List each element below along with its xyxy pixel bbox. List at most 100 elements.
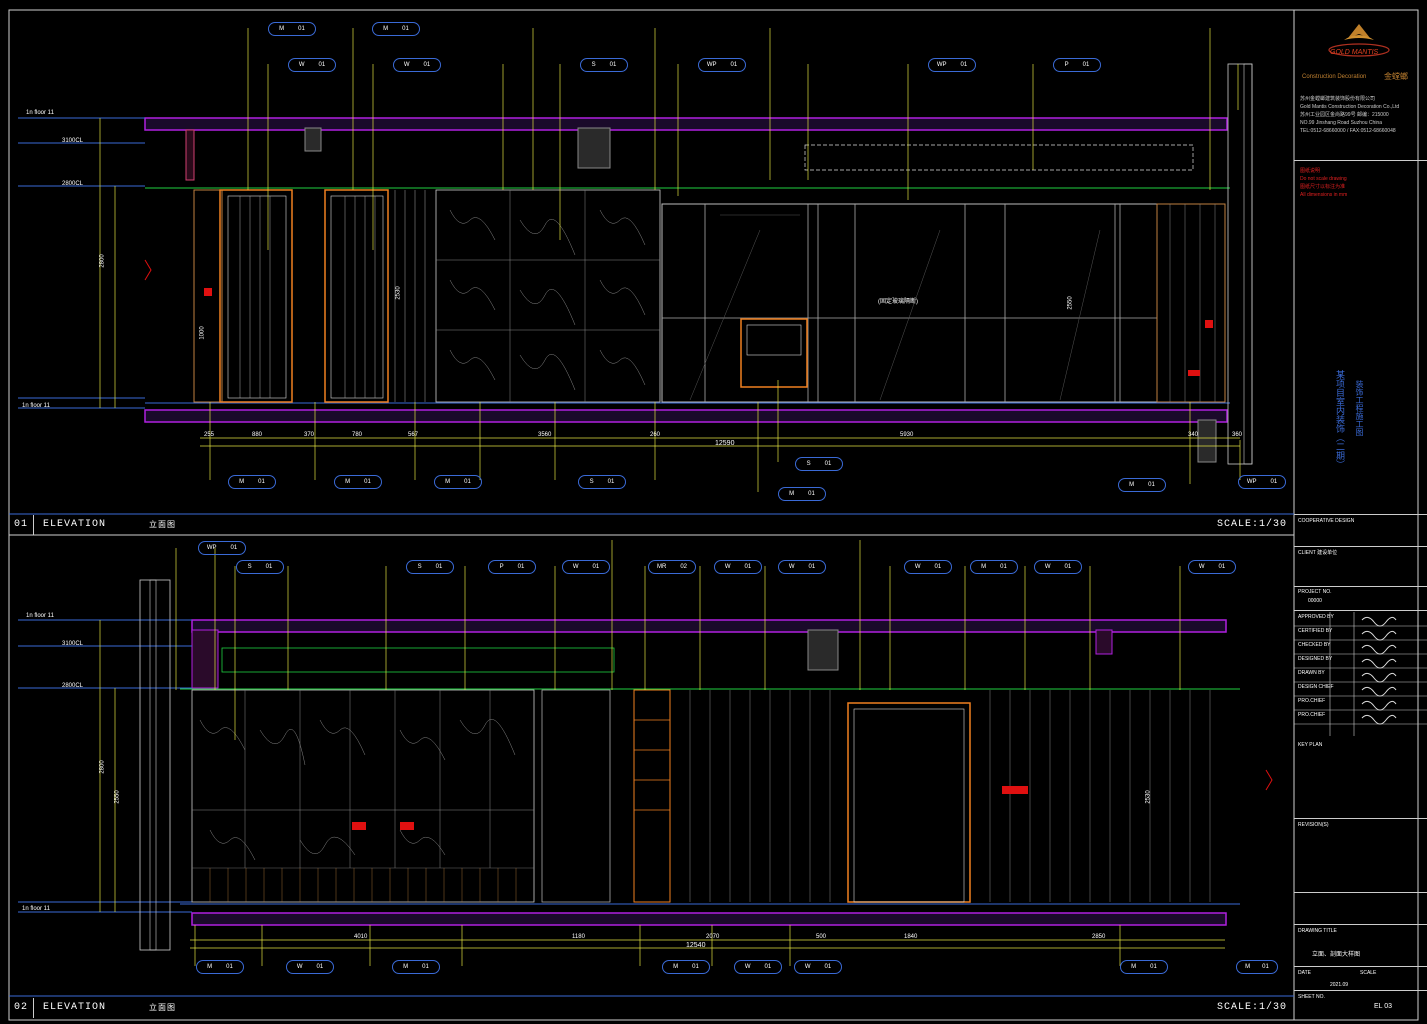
role-label: PRO.CHIEF [1298, 712, 1326, 718]
elevation-02-title-bar: 02 ELEVATION 立面图 SCALE:1/30 [9, 998, 1294, 1018]
elevation-01-level-label-4: 1n floor 11 [22, 403, 50, 409]
elevation-01-drawing [18, 28, 1253, 492]
tag-code: M [239, 479, 245, 485]
tag-code: P [1064, 62, 1069, 68]
tag-code: S [589, 479, 594, 485]
tag-num: 01 [402, 26, 409, 32]
tag-code: M [345, 479, 351, 485]
elevation-01-scale: SCALE:1/30 [1217, 519, 1288, 530]
tag-num: 02 [680, 564, 688, 570]
tag-num: 01 [265, 564, 273, 570]
tag-num: 01 [316, 964, 324, 970]
tag-code: M [383, 26, 389, 32]
elevation-02-height-dim-2: 2550 [114, 790, 121, 804]
material-tag[interactable]: M 01 [334, 475, 382, 489]
tb-divider [1294, 160, 1427, 161]
tag-code: W [298, 62, 305, 68]
tag-code: M [445, 479, 451, 485]
dim-value: 1180 [572, 934, 585, 940]
dim-value: 260 [650, 432, 661, 438]
sheet-no: EL 03 [1374, 1003, 1393, 1010]
material-tag[interactable]: M 01 [1120, 960, 1168, 974]
tag-code: S [417, 564, 422, 570]
dim-value: 2850 [1092, 934, 1106, 940]
elevation-02-overall-dim: 12540 [686, 942, 706, 949]
elevation-01-label-cn: 立面图 [149, 521, 176, 530]
key-plan-label: KEY PLAN [1298, 742, 1323, 748]
elevation-01-height-dim-4: 2550 [1067, 296, 1074, 310]
tag-num: 01 [226, 964, 233, 970]
role-label: CERTIFIED BY [1298, 628, 1333, 634]
tag-num: 01 [1150, 964, 1157, 970]
role-label: PRO.CHIEF [1298, 698, 1326, 704]
dim-value: 340 [1188, 432, 1199, 438]
tag-num: 01 [1262, 964, 1269, 970]
tag-num: 01 [934, 564, 942, 570]
tag-num: 01 [730, 62, 738, 68]
elevation-01-level-label-3: 2800CL [62, 181, 84, 187]
tag-code: M [1131, 964, 1137, 970]
tag-num: 01 [592, 564, 600, 570]
title-block: GOLD MANTIS Construction Decoration 金螳螂 … [1294, 0, 1427, 1024]
elevation-02-level-label-2: 3100CL [62, 641, 84, 647]
dim-value: 370 [304, 432, 315, 438]
address-line: 苏州工业园区金尚路99号 邮编：215000 [1300, 112, 1389, 118]
dim-value: 5930 [900, 432, 914, 438]
tag-code: W [804, 964, 811, 970]
elevation-01-level-label-2: 3100CL [62, 138, 84, 144]
dim-value: 567 [408, 432, 419, 438]
tag-num: 01 [1218, 564, 1226, 570]
tag-code: M [403, 964, 409, 970]
role-label: DESIGN CHIEF [1298, 684, 1334, 690]
material-tag[interactable]: M 01 [372, 22, 420, 36]
tag-code: S [591, 62, 596, 68]
tag-num: 01 [364, 479, 371, 485]
elevation-02-drawing [18, 540, 1273, 966]
tag-code: WP [206, 545, 217, 551]
note-line: 图纸尺寸以标注为准 [1300, 184, 1346, 190]
sheet-no-label: SHEET NO. [1298, 994, 1325, 1000]
mantis-logo-icon [1328, 24, 1390, 57]
cooperative-design-label: COOPERATIVE DESIGN [1298, 518, 1355, 524]
tag-num: 01 [1000, 564, 1007, 570]
elevation-02-scale: SCALE:1/30 [1217, 1002, 1288, 1013]
tag-code: M [279, 26, 285, 32]
tag-code: W [724, 564, 731, 570]
elevation-01-height-dim-1: 2800 [99, 254, 106, 268]
tag-num: 01 [692, 964, 699, 970]
